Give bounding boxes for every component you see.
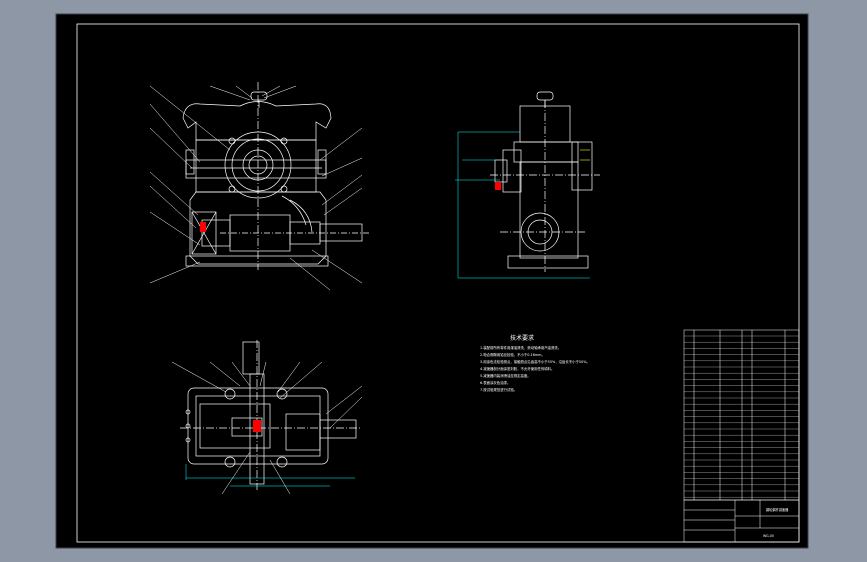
note-line: 7.按试验规范进行试验。 (480, 387, 517, 392)
drawing-border (76, 23, 800, 543)
front-view-hatch (200, 222, 206, 232)
title-block (683, 499, 800, 543)
note-line: 6.表面涂灰色油漆。 (480, 380, 510, 385)
front-view-leaders (149, 85, 363, 291)
top-view-dimensions (185, 464, 355, 487)
top-view-leaders (171, 361, 363, 495)
drawing-title: 蜗轮蜗杆减速器 (766, 507, 789, 512)
note-line: 3.用涂色法检验斑点，接触斑点沿齿高不小于55%，沿齿长不小于50%。 (480, 359, 590, 364)
notes-title: 技术要求 (510, 334, 534, 342)
top-view (180, 340, 362, 490)
drawing-number: WG-00 (763, 534, 774, 538)
note-line: 1.装配前所有零件用煤油清洗，滚动轴承用汽油清洗。 (480, 345, 561, 350)
note-line: 4.减速器剖分面涂密封胶，不允许使用任何填料。 (480, 366, 554, 371)
parts-list-rows (684, 335, 799, 498)
side-view-hatch-marks (580, 149, 590, 161)
front-view (182, 82, 370, 270)
drawing-sheet (55, 13, 809, 549)
note-line: 2.啮合侧隙用铅丝检验，不小于0.16mm。 (480, 352, 545, 357)
notes-lines: 1.装配前所有零件用煤油清洗，滚动轴承用汽油清洗。 2.啮合侧隙用铅丝检验，不小… (480, 345, 590, 392)
side-view (490, 91, 600, 272)
note-line: 5.减速器内装润滑油至规定高度。 (480, 373, 531, 378)
top-view-hatch (253, 420, 261, 432)
side-view-dimensions (455, 131, 590, 279)
side-view-hatch (495, 182, 501, 190)
